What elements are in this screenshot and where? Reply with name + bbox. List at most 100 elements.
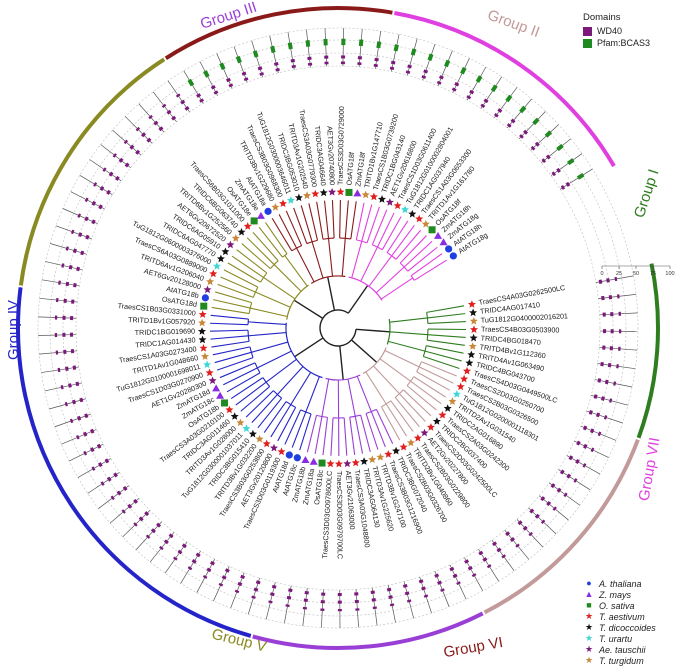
domain-box — [466, 95, 472, 100]
domain-box — [469, 89, 475, 95]
protein-line — [135, 521, 162, 551]
domain-box — [576, 172, 585, 180]
domain-box — [106, 189, 111, 195]
scale-tick-label: 50 — [633, 271, 639, 277]
star-icon — [303, 191, 311, 199]
star-icon — [360, 457, 369, 465]
protein-line — [449, 564, 467, 600]
domain-box — [456, 581, 461, 585]
domain-box — [566, 473, 572, 479]
star-icon — [271, 203, 280, 211]
domain-box — [64, 401, 68, 407]
domain-box — [389, 66, 395, 71]
circle-icon — [445, 245, 453, 253]
domain-box — [159, 545, 164, 551]
group-arc — [636, 263, 660, 439]
domain-box — [427, 53, 434, 61]
domain-box — [90, 447, 95, 453]
domain-box — [600, 396, 605, 401]
domain-box — [161, 103, 167, 108]
domain-box — [505, 531, 511, 537]
domain-box — [68, 383, 72, 388]
domain-box — [184, 105, 190, 111]
leaf-label: TRIDC1BG019690 — [135, 326, 196, 337]
species-legend-item: ★T. aestivum — [583, 611, 656, 622]
domain-box — [552, 506, 557, 511]
domain-legend-label: Pfam:BCAS3 — [597, 38, 651, 48]
star-icon — [393, 201, 402, 210]
domain-box — [588, 410, 593, 415]
domain-box — [127, 503, 133, 509]
domain-box — [70, 229, 75, 235]
domain-box — [505, 94, 513, 103]
domain-box — [421, 586, 426, 591]
domain-box — [196, 93, 202, 98]
star-icon — [426, 423, 435, 431]
domain-box — [177, 549, 183, 555]
star-icon — [456, 382, 465, 391]
domain-box — [91, 200, 97, 206]
species-label: O. sativa — [599, 600, 635, 611]
species-legend-item: ▲Z. mays — [583, 589, 656, 600]
domain-box — [545, 154, 551, 160]
species-legend: ●A. thaliana ▲Z. mays ■O. sativa ★T. aes… — [583, 578, 656, 666]
domain-box — [386, 587, 392, 592]
domain-box — [464, 559, 470, 564]
domain-box — [609, 398, 613, 403]
domain-box — [259, 72, 265, 76]
star-icon — [421, 219, 430, 228]
domain-box — [509, 537, 515, 542]
scale-tick-label: 100 — [665, 271, 674, 277]
domain-box — [583, 443, 588, 449]
triangle-icon — [353, 189, 362, 197]
domain-box — [597, 378, 602, 383]
star-icon — [203, 285, 212, 294]
domain-box — [376, 41, 382, 49]
domain-box — [104, 458, 110, 464]
domain-box — [597, 431, 602, 437]
domain-box — [405, 70, 411, 74]
domain-box — [590, 447, 595, 453]
protein-line — [112, 129, 142, 156]
domain-box — [203, 70, 210, 78]
domain-box — [582, 425, 588, 431]
domain-box — [550, 483, 556, 489]
triangle-icon: ▲ — [584, 589, 594, 599]
star-icon — [334, 459, 343, 468]
star-icon — [408, 209, 417, 218]
domain-box — [135, 126, 141, 132]
star-icon — [221, 247, 230, 256]
star-icon — [294, 193, 303, 202]
protein-line — [269, 35, 279, 73]
domain-box — [210, 560, 215, 566]
star-icon — [469, 317, 478, 325]
protein-line — [466, 66, 487, 101]
domain-box — [91, 466, 96, 471]
domain-box — [102, 167, 107, 172]
domain-box — [235, 55, 242, 64]
domain-box — [226, 77, 231, 83]
domain-box — [575, 459, 580, 464]
domain-box — [358, 39, 364, 47]
domain-box — [75, 381, 80, 387]
domain-box — [122, 485, 128, 491]
domain-box — [108, 171, 114, 177]
leaf-label: TRIDC4BG018470 — [480, 333, 541, 346]
star-icon — [361, 190, 370, 199]
species-legend-item: ●A. thaliana — [583, 578, 656, 589]
domain-box — [286, 595, 292, 600]
triangle-icon — [439, 238, 448, 246]
domain-ring — [62, 52, 614, 604]
domain-box — [72, 248, 77, 254]
star-icon: ★ — [584, 644, 594, 654]
triangle-icon — [216, 391, 225, 399]
domain-box — [390, 60, 396, 65]
star-icon — [231, 234, 240, 242]
species-label: Ae. tauschii — [599, 644, 646, 655]
leaf-label: TraesCS3D03G0979700LC — [335, 471, 345, 559]
domain-box — [288, 588, 293, 593]
domain-box — [79, 397, 84, 403]
domain-box — [191, 559, 197, 564]
domain-box — [243, 77, 249, 82]
star-icon — [351, 458, 360, 467]
